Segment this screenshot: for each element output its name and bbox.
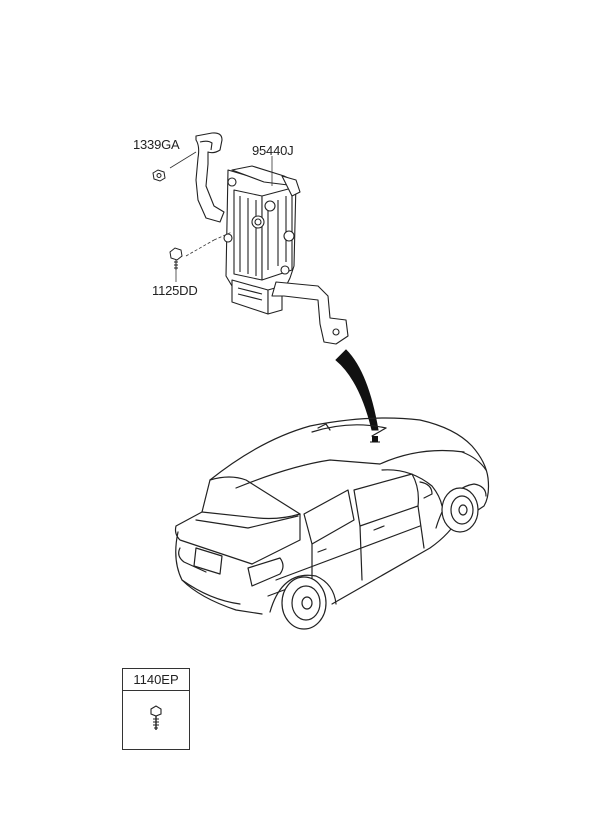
control-module [223,165,349,345]
mount-location-marker [370,436,380,443]
part-label-module: 95440J [252,143,294,158]
location-arrow [335,349,379,431]
legend-part-number: 1140EP [123,669,189,691]
legend-box: 1140EP [122,668,190,750]
part-label-nut: 1339GA [133,137,180,152]
bolt-part [169,247,183,270]
nut-part [152,169,166,182]
part-label-bolt: 1125DD [152,283,198,298]
car-illustration [174,417,490,615]
screw-icon [150,705,162,730]
car-wheels [281,487,479,630]
wiring-bracket [195,132,225,223]
leader-lines [169,151,273,282]
